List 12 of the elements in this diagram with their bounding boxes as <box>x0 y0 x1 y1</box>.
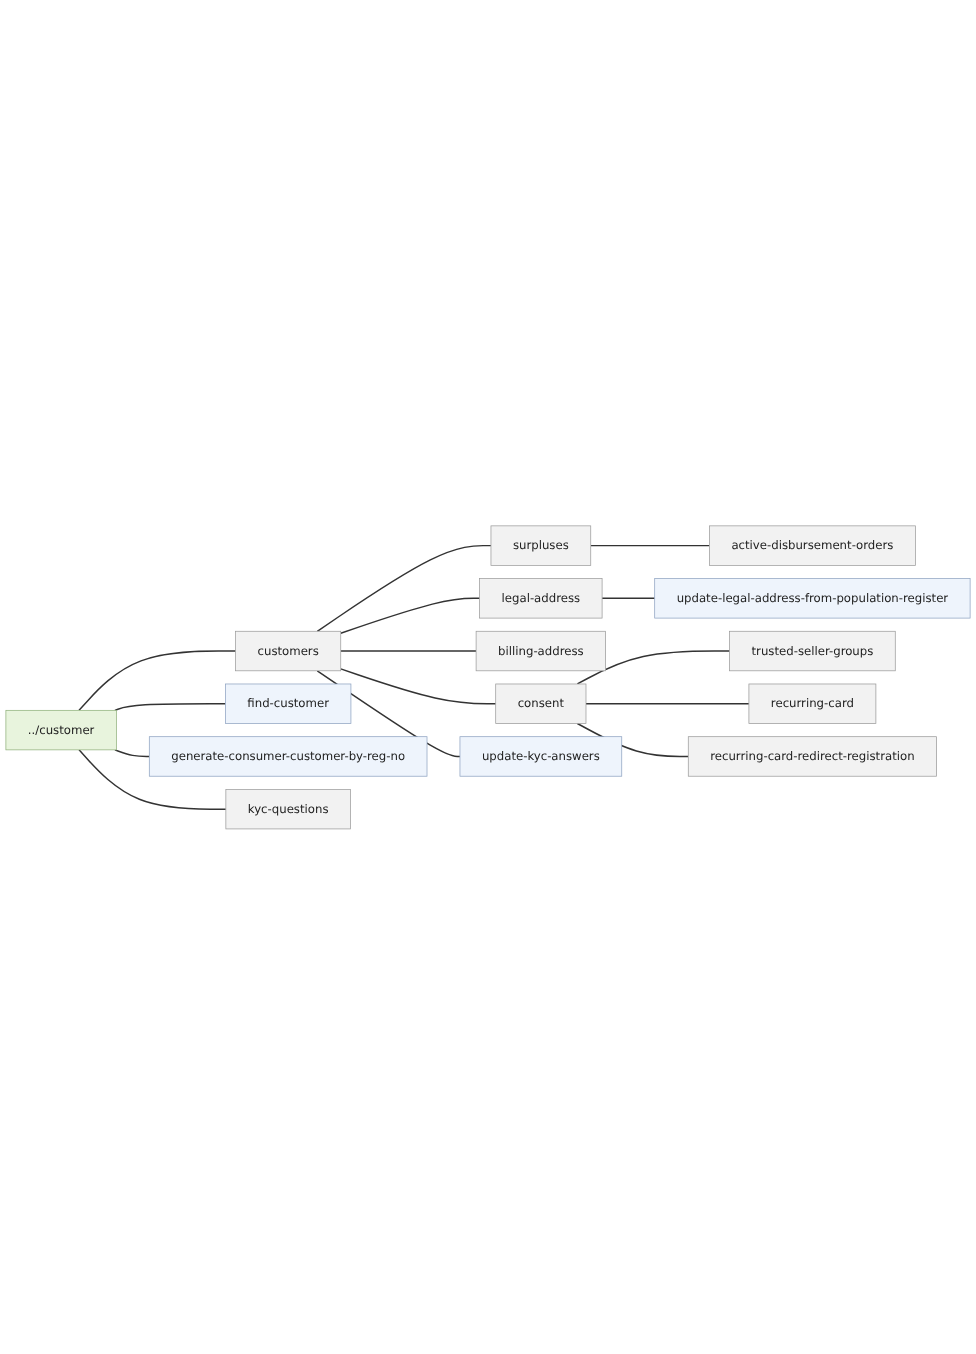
connector <box>78 649 237 711</box>
connector <box>340 667 497 705</box>
connector <box>585 702 750 705</box>
connector <box>78 748 227 810</box>
connector <box>316 544 492 632</box>
connector <box>340 649 477 652</box>
connector <box>114 748 151 757</box>
connector <box>601 597 656 599</box>
connector <box>340 597 481 634</box>
connector <box>576 649 731 685</box>
connector <box>114 702 227 711</box>
connector <box>590 544 711 546</box>
